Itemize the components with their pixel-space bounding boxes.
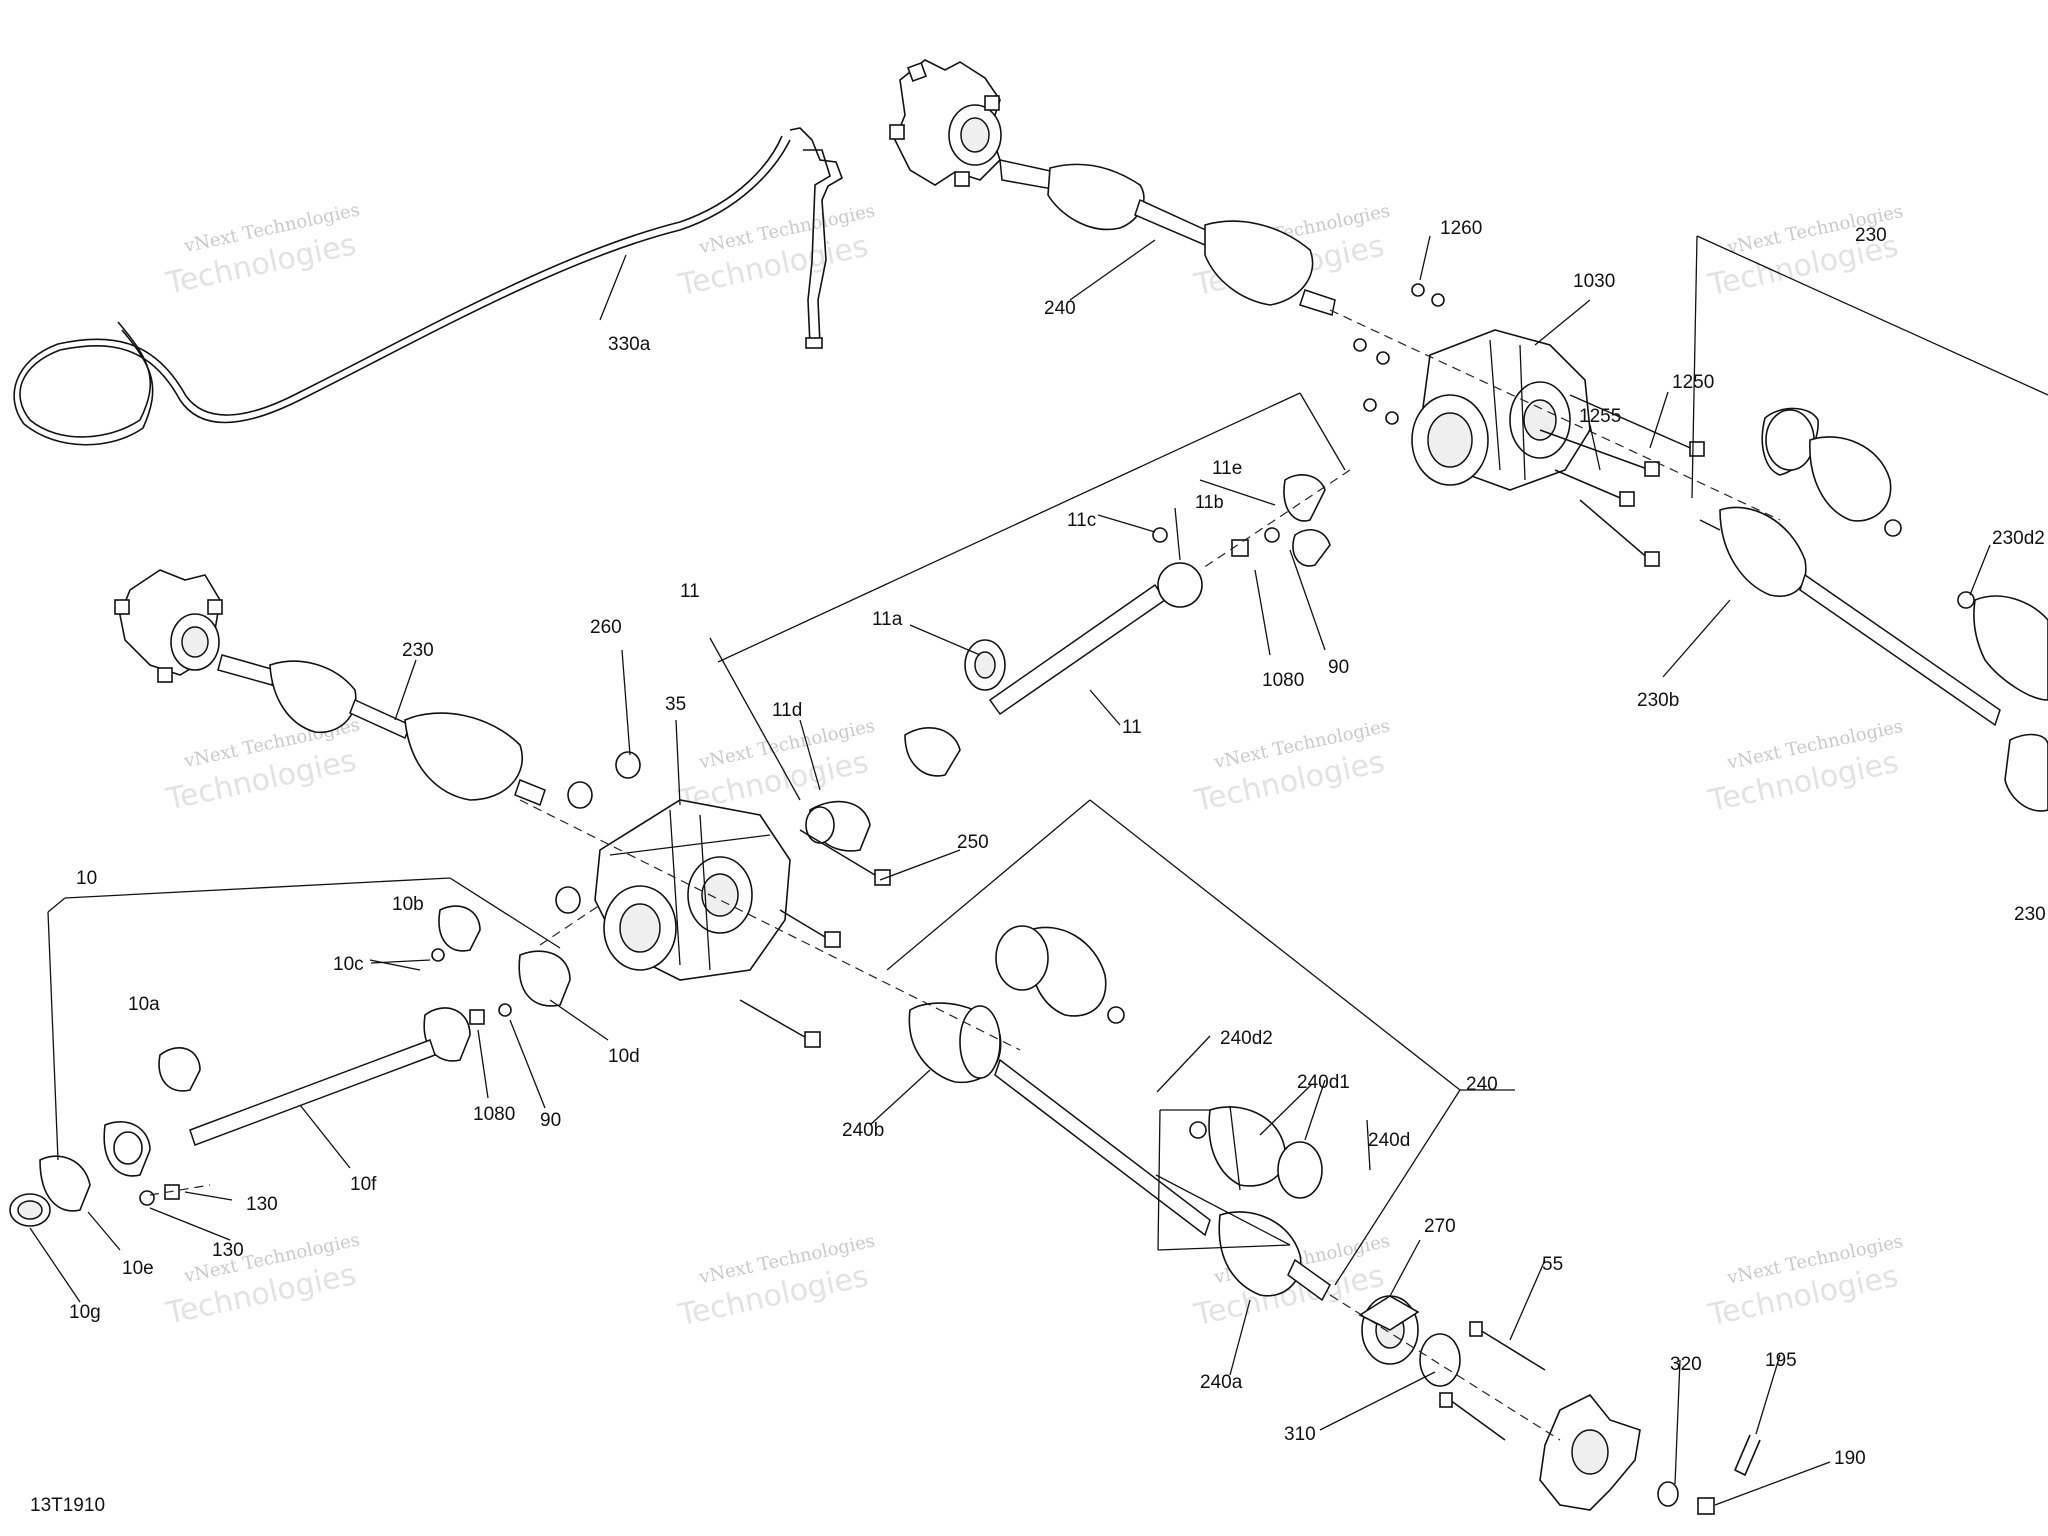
callout-10f: 10f bbox=[350, 1174, 377, 1195]
callout-230d2: 230d2 bbox=[1992, 528, 2045, 549]
callout-320: 320 bbox=[1670, 1354, 1702, 1375]
callout-1080: 1080 bbox=[473, 1104, 515, 1125]
fasteners-1260 bbox=[1353, 283, 1445, 425]
callout-11: 11 bbox=[1122, 717, 1142, 738]
callout-10a: 10a bbox=[128, 994, 160, 1015]
vent-hose-330a bbox=[13, 127, 843, 446]
propshaft-11 bbox=[805, 474, 1331, 852]
wheel-bearing-270 bbox=[1358, 1295, 1420, 1365]
callout-11b: 11b bbox=[1195, 492, 1224, 512]
leader-lines bbox=[29, 235, 2048, 1506]
callout-1260: 1260 bbox=[1440, 218, 1482, 239]
bolts-250 bbox=[739, 829, 891, 1048]
callout-10: 10 bbox=[76, 868, 97, 889]
callout-240a: 240a bbox=[1200, 1372, 1243, 1393]
callout-230b: 230b bbox=[1637, 690, 1679, 711]
callout-240d1: 240d1 bbox=[1297, 1072, 1350, 1093]
callout-11: 11 bbox=[680, 581, 700, 602]
callout-195: 195 bbox=[1765, 1350, 1797, 1371]
callout-10g: 10g bbox=[69, 1302, 101, 1323]
cotter-pin-195 bbox=[1733, 1434, 1761, 1477]
callout-55: 55 bbox=[1542, 1254, 1563, 1275]
callout-labels: 330a 240 1260 1030 1250 1255 230 230d2 2… bbox=[69, 218, 2046, 1469]
callout-11d: 11d bbox=[772, 700, 802, 721]
propshaft-10 bbox=[9, 905, 571, 1227]
callout-260: 260 bbox=[590, 617, 622, 638]
callout-35: 35 bbox=[665, 694, 686, 715]
callout-240: 240 bbox=[1044, 298, 1076, 319]
callout-240: 240 bbox=[1466, 1074, 1498, 1095]
front-hub-upper bbox=[889, 59, 1002, 187]
driveshaft-240-upper bbox=[999, 159, 1336, 316]
callout-190: 190 bbox=[1834, 1448, 1866, 1469]
callout-90: 90 bbox=[1328, 657, 1349, 678]
callout-11c: 11c bbox=[1067, 510, 1096, 531]
callout-1030: 1030 bbox=[1573, 271, 1615, 292]
axis-lines bbox=[149, 309, 1781, 1441]
callout-11e: 11e bbox=[1212, 458, 1242, 479]
callout-10b: 10b bbox=[392, 894, 424, 915]
driveshaft-230-left bbox=[217, 654, 546, 806]
front-hub-lower bbox=[114, 569, 223, 683]
callout-1250: 1250 bbox=[1672, 372, 1714, 393]
callout-1255: 1255 bbox=[1579, 406, 1621, 427]
callout-10d: 10d bbox=[608, 1046, 640, 1067]
callout-310: 310 bbox=[1284, 1424, 1316, 1445]
washers-260 bbox=[555, 751, 641, 914]
callout-270: 270 bbox=[1424, 1216, 1456, 1237]
callout-240b: 240b bbox=[842, 1120, 884, 1141]
driveshaft-230-right bbox=[1699, 407, 2048, 812]
callout-10c: 10c bbox=[333, 954, 364, 975]
callout-250: 250 bbox=[957, 832, 989, 853]
driveshaft-240-lower bbox=[908, 925, 1331, 1302]
callout-90: 90 bbox=[540, 1110, 561, 1131]
callout-230: 230 bbox=[1855, 225, 1887, 246]
differential-35 bbox=[594, 799, 791, 981]
callout-230: 230 bbox=[402, 640, 434, 661]
diagram-code: 13T1910 bbox=[30, 1495, 105, 1516]
callout-330a: 330a bbox=[608, 334, 651, 355]
callout-130: 130 bbox=[246, 1194, 278, 1215]
callout-130: 130 bbox=[212, 1240, 244, 1261]
callout-240d: 240d bbox=[1368, 1130, 1410, 1151]
studs-55 bbox=[1439, 1321, 1546, 1441]
circlip-310 bbox=[1419, 1333, 1461, 1387]
callout-10e: 10e bbox=[122, 1258, 154, 1279]
callout-230: 230 bbox=[2014, 904, 2046, 925]
callout-11a: 11a bbox=[872, 609, 903, 630]
callout-1080: 1080 bbox=[1262, 670, 1304, 691]
differential-1030 bbox=[1411, 329, 1591, 491]
wheel-hub-320 bbox=[1539, 1393, 1715, 1515]
callout-240d2: 240d2 bbox=[1220, 1028, 1273, 1049]
